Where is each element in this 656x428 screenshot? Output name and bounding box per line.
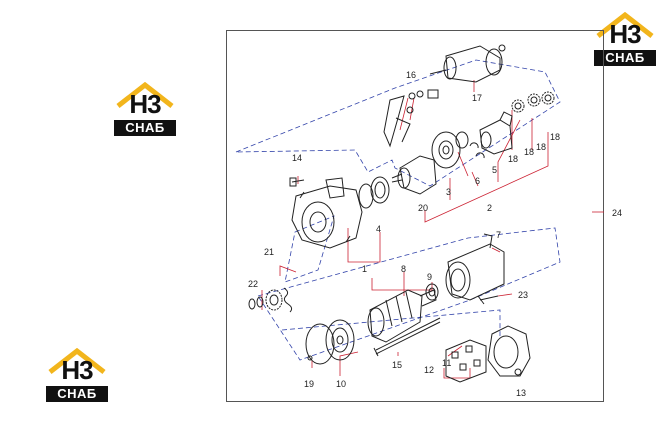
logo-mark: Н3	[129, 89, 161, 119]
pinion-gear-part	[265, 287, 293, 313]
assembly-outline-lower	[257, 227, 561, 361]
bolt-part	[477, 295, 499, 305]
callout-5: 5	[492, 165, 497, 175]
logo-mark: Н3	[61, 355, 93, 385]
house-roof-icon	[116, 82, 174, 108]
assembly-outline-upper	[235, 59, 561, 283]
callout-1: 1	[362, 264, 367, 274]
callout-20: 20	[418, 203, 428, 213]
logo-wordmark: СНАБ	[114, 120, 176, 136]
callout-24: 24	[612, 208, 622, 218]
callout-labels: 16 17 14 18 18 18 18 5 6 3 2 20 4 24 7 2…	[248, 70, 622, 398]
callout-18-c: 18	[524, 147, 534, 157]
retaining-clip-part	[469, 142, 485, 159]
callout-21: 21	[264, 247, 274, 257]
brush-holder-part	[445, 339, 487, 383]
callout-2: 2	[487, 203, 492, 213]
leader-lines	[261, 80, 604, 379]
callout-17: 17	[472, 93, 482, 103]
thrust-ring-part	[455, 131, 469, 149]
component-drawings	[248, 44, 555, 383]
callout-18-b: 18	[536, 142, 546, 152]
house-roof-icon	[48, 348, 106, 374]
screw-part	[289, 177, 305, 187]
brand-logo-left: Н3 СНАБ	[114, 82, 176, 138]
callout-14: 14	[292, 153, 302, 163]
callout-19: 19	[304, 379, 314, 389]
callout-18-a: 18	[550, 132, 560, 142]
diagram-frame	[226, 30, 604, 402]
callout-9: 9	[427, 272, 432, 282]
through-bolt-part	[373, 317, 441, 357]
callout-23: 23	[518, 290, 528, 300]
logo-mark: Н3	[609, 19, 641, 49]
shift-lever-part	[383, 89, 439, 148]
callout-3: 3	[446, 187, 451, 197]
pinion-clutch-part	[391, 155, 437, 195]
callout-8: 8	[401, 264, 406, 274]
house-roof-icon	[596, 12, 654, 38]
callout-22: 22	[248, 279, 258, 289]
washer-part	[248, 296, 264, 310]
callout-10: 10	[336, 379, 346, 389]
callout-7: 7	[496, 230, 501, 240]
planetary-gear-part	[431, 131, 461, 169]
planet-gear-parts	[511, 91, 555, 113]
gasket-ring-part	[305, 319, 355, 365]
armature-part	[367, 289, 437, 343]
callout-15: 15	[392, 360, 402, 370]
drive-housing-part	[291, 177, 363, 249]
callout-4: 4	[376, 224, 381, 234]
callout-16: 16	[406, 70, 416, 80]
seal-ring-part	[358, 176, 390, 209]
callout-13: 13	[516, 388, 526, 398]
screw-small-part	[307, 355, 313, 361]
yoke-housing-part	[445, 233, 505, 301]
callout-12: 12	[424, 365, 434, 375]
bearing-part	[425, 283, 439, 301]
callout-18-d: 18	[508, 154, 518, 164]
solenoid-part	[429, 44, 506, 83]
logo-wordmark: СНАБ	[594, 50, 656, 66]
brand-logo-top-right: Н3 СНАБ	[594, 12, 656, 68]
brand-logo-bottom-left: Н3 СНАБ	[46, 348, 108, 404]
logo-wordmark: СНАБ	[46, 386, 108, 402]
callout-11: 11	[442, 358, 451, 368]
end-cover-part	[487, 325, 531, 377]
callout-6: 6	[475, 176, 480, 186]
output-shaft-part	[479, 111, 513, 155]
